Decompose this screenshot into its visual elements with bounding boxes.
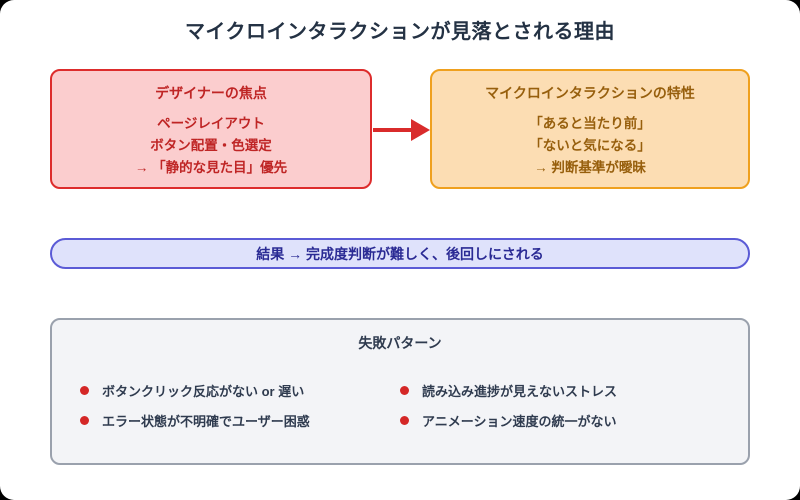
microinteraction-traits-line: → 判断基準が曖昧 (534, 160, 646, 175)
microinteraction-traits-box: マイクロインタラクションの特性 「あると当たり前」 「ないと気になる」 → 判断… (430, 69, 750, 189)
result-bar-text: 結果 → 完成度判断が難しく、後回しにされる (256, 245, 544, 262)
failure-item: エラー状態が不明確でユーザー困惑 (80, 411, 400, 430)
failure-item: アニメーション速度の統一がない (400, 411, 720, 430)
designer-focus-box: デザイナーの焦点 ページレイアウト ボタン配置・色選定 → 「静的な見た目」優先 (50, 69, 372, 189)
designer-focus-title: デザイナーの焦点 (155, 85, 267, 101)
failure-panel: 失敗パターン ボタンクリック反応がない or 遅い 読み込み進捗が見えないストレ… (50, 318, 750, 465)
failure-item-grid: ボタンクリック反応がない or 遅い 読み込み進捗が見えないストレス エラー状態… (80, 375, 720, 435)
microinteraction-traits-title: マイクロインタラクションの特性 (485, 85, 695, 101)
designer-focus-line: ページレイアウト (157, 116, 265, 131)
failure-item-text: 読み込み進捗が見えないストレス (422, 383, 618, 399)
bullet-dot-icon (400, 415, 409, 425)
bullet-dot-icon (80, 415, 89, 425)
page-title: マイクロインタラクションが見落とされる理由 (184, 21, 616, 43)
arrow-shaft (373, 128, 416, 132)
microinteraction-traits-line: 「あると当たり前」 (529, 116, 651, 131)
designer-focus-line: ボタン配置・色選定 (150, 138, 272, 153)
designer-focus-line: → 「静的な見た目」優先 (134, 160, 288, 175)
failure-item-text: アニメーション速度の統一がない (422, 413, 617, 429)
failure-item: ボタンクリック反応がない or 遅い (80, 381, 400, 400)
failure-item: 読み込み進捗が見えないストレス (400, 381, 720, 400)
failure-item-text: ボタンクリック反応がない or 遅い (102, 383, 305, 399)
result-bar: 結果 → 完成度判断が難しく、後回しにされる (50, 238, 750, 269)
bullet-dot-icon (400, 385, 409, 395)
failure-panel-title: 失敗パターン (358, 335, 442, 351)
bullet-dot-icon (80, 385, 89, 395)
microinteraction-traits-line: 「ないと気になる」 (529, 138, 651, 153)
failure-item-text: エラー状態が不明確でユーザー困惑 (102, 413, 310, 429)
flow-arrow-icon (373, 119, 430, 141)
arrow-head (411, 119, 430, 141)
